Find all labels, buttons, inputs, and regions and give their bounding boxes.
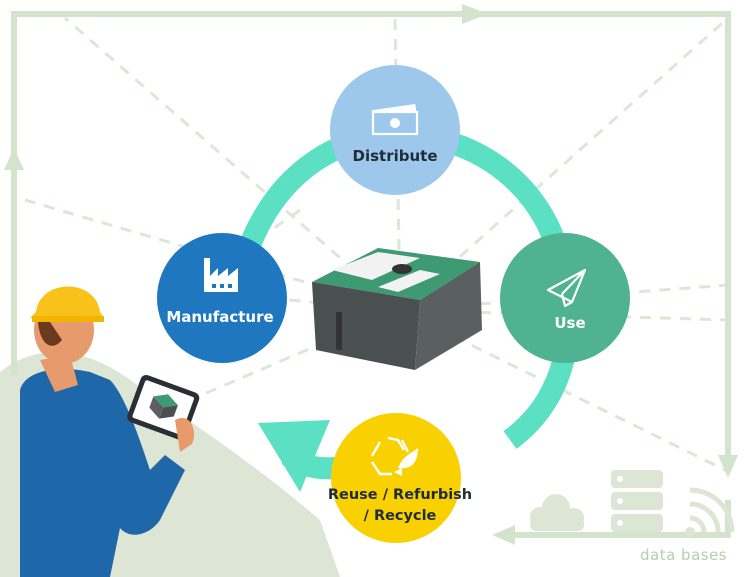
cash-icon xyxy=(371,104,419,136)
frame-arrow-down xyxy=(718,455,738,478)
recycle-icon xyxy=(370,436,418,476)
reuse-refurbish-recycle-label: Reuse / Refurbish / Recycle xyxy=(305,485,495,527)
frame-arrow-left xyxy=(492,525,515,545)
paper-plane-icon xyxy=(546,268,587,308)
cloud-icon xyxy=(530,494,584,531)
node-reuse xyxy=(331,413,461,543)
ink-cartridge xyxy=(312,248,482,370)
frame-arrow-up xyxy=(4,148,24,170)
wireless-icon xyxy=(685,487,735,537)
manufacture-label: Manufacture xyxy=(166,308,274,326)
database-label: data bases xyxy=(640,546,728,564)
use-label: Use xyxy=(554,314,586,332)
worker-illustration xyxy=(20,286,200,577)
frame-arrow-right xyxy=(462,4,488,24)
reuse-label-line2: / Recycle xyxy=(363,508,437,524)
node-manufacture xyxy=(157,233,287,363)
distribute-label: Distribute xyxy=(352,147,438,165)
database-icon xyxy=(611,470,663,532)
cycle-arrowhead xyxy=(258,420,330,492)
reuse-label-line1: Reuse / Refurbish xyxy=(327,487,473,503)
factory-icon xyxy=(204,258,238,292)
